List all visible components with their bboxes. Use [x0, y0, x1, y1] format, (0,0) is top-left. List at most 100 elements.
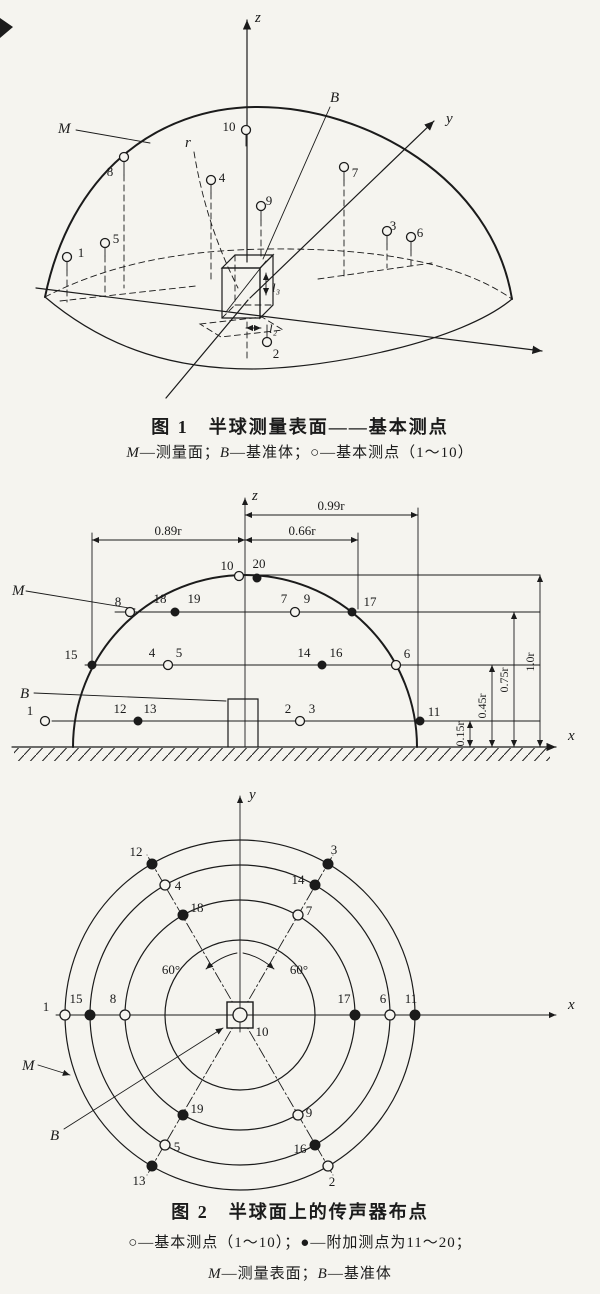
fig1-l-dimension-lines: [245, 272, 270, 332]
fig2plan-center-point-label: 10: [256, 1024, 269, 1039]
fig2plan-point-labels: 12 3 4 14 18 7 1 15 8 17 6 11 19 9 5 16 …: [43, 842, 418, 1189]
point-label-5: 5: [174, 1139, 181, 1154]
fig2-legend-line2: M—测量表面；B—基准体: [0, 1262, 600, 1283]
fig2plan-x-axis-label: x: [567, 997, 575, 1013]
point-label-9: 9: [304, 591, 311, 606]
point-marker-4: [159, 879, 171, 891]
fig2plan-points: [59, 858, 421, 1172]
fig2plan-leader-lines: [37, 1027, 224, 1130]
fig1-caption: 图 1 半球测量表面——基本测点: [151, 417, 449, 437]
point-marker-7: [292, 909, 304, 921]
fig2side-dim-015r: 0.15r: [453, 722, 467, 747]
point-marker-6: [405, 231, 417, 243]
point-marker-14: [309, 879, 321, 891]
point-marker-10: [240, 124, 252, 136]
fig2side-ground: [11, 742, 557, 761]
point-marker-11: [409, 1009, 421, 1021]
fig2side-point-labels: 10 20 8 18 19 7 9 17 15 4 5 14 16 6 1 12…: [27, 556, 441, 719]
fig1-M-label: M: [57, 121, 72, 137]
point-label-4: 4: [149, 645, 156, 660]
point-marker-1: [39, 715, 51, 727]
figure2-plan-view: y x 10 60° 60° M B 12 3 4 14 1: [21, 787, 575, 1191]
point-marker-15: [84, 1009, 96, 1021]
point-label-9: 9: [266, 193, 273, 208]
point-label-16: 16: [330, 645, 344, 660]
point-marker-18-19: [170, 607, 180, 617]
fig2-legend1-seg1: —基本测点（1～10）；: [138, 1235, 301, 1251]
point-marker-6: [384, 1009, 396, 1021]
point-marker-20: [252, 573, 262, 583]
point-marker-19: [177, 1109, 189, 1121]
point-label-7: 7: [306, 903, 313, 918]
point-label-19: 19: [191, 1101, 204, 1116]
fig2plan-angle-right-label: 60°: [290, 962, 308, 977]
point-label-18: 18: [154, 591, 167, 606]
fig2side-x-axis-label: x: [567, 728, 575, 744]
fig2side-reference-body: [227, 698, 259, 748]
fig2-filled-point-symbol: ●: [300, 1235, 311, 1251]
fig1-point-labels: 8 4 10 7 9 5 1 3 6 2: [78, 119, 424, 361]
point-label-11: 11: [405, 991, 418, 1006]
point-label-7: 7: [352, 165, 359, 180]
point-label-2: 2: [273, 346, 280, 361]
point-marker-17: [347, 607, 357, 617]
fig1-legend-B: B: [219, 445, 231, 461]
point-label-3: 3: [331, 842, 338, 857]
scan-artifact: [0, 18, 13, 38]
point-marker-12-13: [133, 716, 143, 726]
fig2side-dim-100r: 1.0r: [523, 653, 537, 672]
fig2plan-angle-arcs: [205, 952, 275, 970]
point-label-3: 3: [390, 218, 397, 233]
point-label-2: 2: [329, 1174, 336, 1189]
point-marker-17: [349, 1009, 361, 1021]
point-marker-4: [205, 174, 217, 186]
point-label-13: 13: [144, 701, 157, 716]
point-label-12: 12: [114, 701, 127, 716]
fig1-l2-label: l₂: [269, 321, 278, 336]
fig2-legend2-M: M: [208, 1266, 222, 1282]
point-marker-11: [415, 716, 425, 726]
fig1-y-axis-label: y: [444, 111, 453, 127]
figure1-hemisphere-perspective: z y M B r: [0, 10, 543, 399]
fig2plan-M-label: M: [21, 1058, 36, 1074]
fig2-caption: 图 2 半球面上的传声器布点: [171, 1202, 429, 1222]
point-marker-1: [59, 1009, 71, 1021]
point-label-8: 8: [110, 991, 117, 1006]
fig2side-z-axis-label: z: [251, 488, 258, 504]
point-label-5: 5: [113, 231, 120, 246]
point-label-3: 3: [309, 701, 316, 716]
point-label-2: 2: [285, 701, 292, 716]
point-label-6: 6: [404, 646, 411, 661]
point-label-10: 10: [223, 119, 236, 134]
point-label-13: 13: [133, 1173, 146, 1188]
point-label-9: 9: [306, 1105, 313, 1120]
point-marker-7: [338, 161, 350, 173]
point-marker-9: [292, 1109, 304, 1121]
fig1-leader-lines: [75, 106, 331, 289]
point-label-4: 4: [219, 170, 226, 185]
fig2side-height-dimensions: [466, 574, 544, 748]
point-label-7: 7: [281, 591, 288, 606]
point-marker-15: [87, 660, 97, 670]
point-label-4: 4: [175, 878, 182, 893]
fig2-legend1-seg2: —附加测点为11～20；: [310, 1235, 472, 1251]
point-label-8: 8: [115, 594, 122, 609]
point-label-18: 18: [191, 900, 204, 915]
point-marker-10: [233, 570, 245, 582]
fig1-l3-label: l₃: [272, 280, 280, 295]
fig2side-height-lines: [51, 574, 541, 722]
point-label-19: 19: [188, 591, 201, 606]
point-marker-5: [99, 237, 111, 249]
fig2side-dim-066r: 0.66r: [288, 523, 316, 538]
point-label-1: 1: [27, 703, 34, 718]
point-label-11: 11: [428, 704, 441, 719]
point-label-15: 15: [65, 647, 78, 662]
point-marker-8: [119, 1009, 131, 1021]
point-label-1: 1: [78, 245, 85, 260]
fig2-open-point-symbol: ○: [128, 1235, 139, 1251]
point-label-1: 1: [43, 999, 50, 1014]
fig2side-dimension-lines: [91, 507, 419, 725]
fig2plan-B-label: B: [50, 1128, 59, 1144]
fig2side-dim-099r: 0.99r: [317, 498, 345, 513]
point-label-15: 15: [70, 991, 83, 1006]
